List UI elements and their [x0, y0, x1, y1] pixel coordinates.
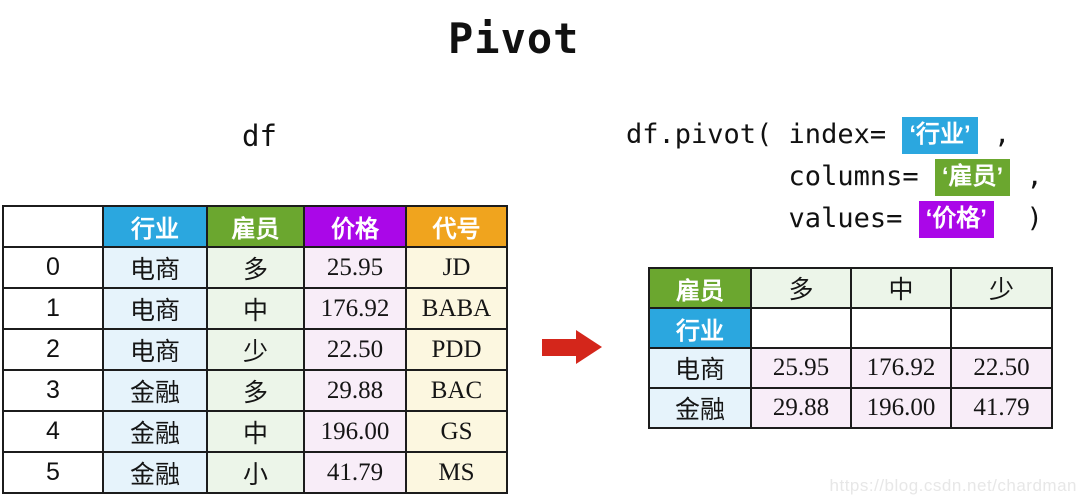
empty-cell — [850, 307, 952, 349]
empty-cell — [950, 307, 1053, 349]
pivot-row-axis-row: 行业 — [648, 307, 1053, 349]
values-arg-chip: ‘价格’ — [918, 200, 994, 238]
pivot-col-header-row: 雇员 多 中 少 — [648, 267, 1053, 309]
ticker-cell: GS — [405, 410, 508, 453]
transform-arrow-head — [576, 330, 602, 364]
employees-cell: 中 — [206, 410, 305, 453]
price-cell: 25.95 — [303, 246, 407, 289]
industry-cell: 金融 — [102, 369, 208, 412]
industry-cell: 金融 — [102, 451, 208, 494]
employees-cell: 少 — [206, 328, 305, 371]
pivot-row-axis-label: 行业 — [648, 307, 752, 349]
page-title: Pivot — [448, 14, 580, 63]
index-cell: 1 — [2, 287, 104, 330]
index-corner-cell — [2, 205, 104, 248]
price-cell: 196.00 — [303, 410, 407, 453]
table-row: 1 电商 中 176.92 BABA — [2, 287, 508, 330]
col-header-industry: 行业 — [102, 205, 208, 248]
table-row: 4 金融 中 196.00 GS — [2, 410, 508, 453]
pivot-col-header-many: 多 — [750, 267, 852, 309]
code-line-values: values= ‘价格’ ) — [626, 198, 1043, 240]
col-header-employees: 雇员 — [206, 205, 305, 248]
industry-cell: 电商 — [102, 246, 208, 289]
industry-cell: 电商 — [102, 328, 208, 371]
col-header-price: 价格 — [303, 205, 407, 248]
index-cell: 4 — [2, 410, 104, 453]
pivot-value-cell: 22.50 — [950, 347, 1053, 389]
pivot-col-header-medium: 中 — [850, 267, 952, 309]
dataframe-label: df — [242, 119, 277, 153]
pivot-data-row: 电商 25.95 176.92 22.50 — [648, 347, 1053, 389]
pivot-col-header-few: 少 — [950, 267, 1053, 309]
pivot-value-cell: 29.88 — [750, 387, 852, 429]
employees-cell: 多 — [206, 369, 305, 412]
code-text: columns= — [626, 161, 935, 192]
price-cell: 29.88 — [303, 369, 407, 412]
code-text: values= — [626, 203, 919, 234]
price-cell: 22.50 — [303, 328, 407, 371]
code-text: , — [1010, 161, 1043, 192]
ticker-cell: BABA — [405, 287, 508, 330]
code-text: ) — [993, 203, 1043, 234]
index-cell: 3 — [2, 369, 104, 412]
code-line-index: df.pivot( index= ‘行业’ , — [626, 114, 1043, 156]
code-text: df.pivot( index= — [626, 119, 903, 150]
industry-cell: 金融 — [102, 410, 208, 453]
employees-cell: 中 — [206, 287, 305, 330]
index-cell: 0 — [2, 246, 104, 289]
pivot-value-cell: 196.00 — [850, 387, 952, 429]
watermark: https://blog.csdn.net/chardman — [829, 476, 1077, 495]
pivot-value-cell: 25.95 — [750, 347, 852, 389]
table-row: 5 金融 小 41.79 MS — [2, 451, 508, 494]
price-cell: 176.92 — [303, 287, 407, 330]
header-row: 行业 雇员 价格 代号 — [2, 205, 508, 248]
industry-cell: 电商 — [102, 287, 208, 330]
employees-cell: 小 — [206, 451, 305, 494]
pivot-result-table: 雇员 多 中 少 行业 电商 25.95 176.92 22.50 金融 29.… — [648, 267, 1053, 429]
columns-arg-chip: ‘雇员’ — [934, 158, 1011, 196]
code-line-columns: columns= ‘雇员’ , — [626, 156, 1043, 198]
index-arg-chip: ‘行业’ — [902, 116, 978, 154]
table-row: 0 电商 多 25.95 JD — [2, 246, 508, 289]
pivot-col-axis-label: 雇员 — [648, 267, 752, 309]
ticker-cell: BAC — [405, 369, 508, 412]
empty-cell — [750, 307, 852, 349]
employees-cell: 多 — [206, 246, 305, 289]
price-cell: 41.79 — [303, 451, 407, 494]
pivot-data-row: 金融 29.88 196.00 41.79 — [648, 387, 1053, 429]
pivot-row-label: 电商 — [648, 347, 752, 389]
pivot-code-snippet: df.pivot( index= ‘行业’ , columns= ‘雇员’ , … — [626, 114, 1043, 240]
pivot-value-cell: 41.79 — [950, 387, 1053, 429]
pivot-row-label: 金融 — [648, 387, 752, 429]
source-dataframe-table: 行业 雇员 价格 代号 0 电商 多 25.95 JD 1 电商 中 176.9… — [2, 205, 508, 494]
ticker-cell: PDD — [405, 328, 508, 371]
table-row: 3 金融 多 29.88 BAC — [2, 369, 508, 412]
code-text: , — [977, 119, 1011, 150]
ticker-cell: MS — [405, 451, 508, 494]
index-cell: 5 — [2, 451, 104, 494]
transform-arrow — [542, 339, 577, 356]
table-row: 2 电商 少 22.50 PDD — [2, 328, 508, 371]
col-header-ticker: 代号 — [405, 205, 508, 248]
index-cell: 2 — [2, 328, 104, 371]
ticker-cell: JD — [405, 246, 508, 289]
pivot-value-cell: 176.92 — [850, 347, 952, 389]
